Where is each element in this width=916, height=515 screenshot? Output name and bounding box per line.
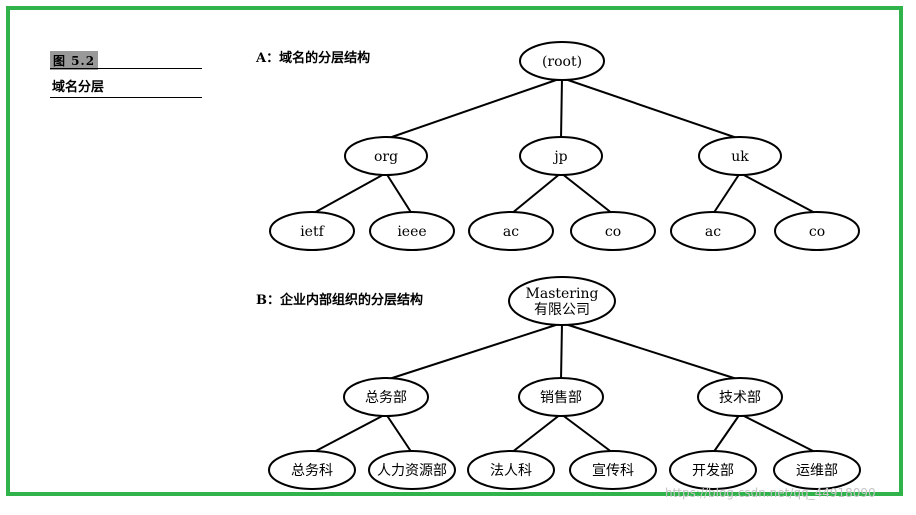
diagram_b-leaf-node-运维部-label: 运维部 — [796, 463, 838, 479]
diagram_a-root-node-label: (root) — [542, 54, 582, 70]
diagram_b-title: B：企业内部组织的分层结构 — [256, 292, 423, 308]
caption-rule-bottom — [50, 97, 202, 98]
diagram_a-leaf-node-ac-label: ac — [503, 224, 519, 240]
diagram_a-node-jp-ellipse — [519, 136, 603, 176]
diagram_a-edge-uk-ac — [712, 172, 741, 215]
diagram_a-leaf-node-ietf-ellipse — [269, 211, 355, 251]
diagram_b-edge-总务部-人力资源部 — [385, 413, 413, 454]
diagram_a-edge-root-org — [385, 77, 563, 140]
diagram_a-node-uk-label: uk — [731, 149, 749, 165]
diagram_b-leaf-node-开发部-ellipse — [669, 450, 757, 490]
diagram_b-edge-技术部-开发部 — [712, 413, 741, 454]
diagram_a-leaf-node-co-ellipse — [570, 211, 656, 251]
diagram_a-leaf-node-co-label: co — [605, 224, 621, 240]
diagram_a-leaf-node-ac-label: ac — [705, 224, 721, 240]
diagram_a-title: A：域名的分层结构 — [255, 50, 370, 66]
diagram_a-edge-jp-ac — [510, 172, 562, 215]
diagram_b-edge-root-销售部 — [560, 322, 563, 381]
diagram_b-node-总务部-ellipse — [343, 377, 429, 417]
diagram_b-root-node-label: Mastering — [526, 286, 599, 302]
diagram_a-leaf-node-ac-ellipse — [468, 211, 554, 251]
diagram_b-node-总务部-label: 总务部 — [365, 390, 407, 406]
diagram_b-leaf-node-运维部-ellipse — [773, 450, 861, 490]
diagram_b-leaf-node-法人科-ellipse — [467, 450, 555, 490]
diagram_b-root-node-label: 有限公司 — [534, 302, 590, 318]
diagram_b-edge-销售部-宣传科 — [560, 413, 614, 454]
figure-caption: 图 5.2 域名分层 — [50, 50, 202, 98]
figure-frame — [6, 6, 903, 496]
diagram_b-root-node-ellipse — [508, 276, 616, 326]
diagram_b-leaf-node-总务科-ellipse — [268, 450, 356, 490]
diagram_a-node-org-ellipse — [344, 136, 428, 176]
diagram_a-leaf-node-ieee-label: ieee — [397, 224, 426, 240]
diagram_a-edge-root-uk — [561, 77, 741, 140]
diagram_b-edge-root-总务部 — [385, 322, 563, 381]
diagram_a-leaf-node-ieee-ellipse — [369, 211, 455, 251]
diagram_b-node-销售部-ellipse — [518, 377, 604, 417]
diagram_a-leaf-node-co-label: co — [809, 224, 825, 240]
diagram_a-leaf-node-ac-ellipse — [670, 211, 756, 251]
diagram_b-leaf-node-开发部-label: 开发部 — [692, 463, 734, 479]
diagram_b-edge-root-技术部 — [561, 322, 741, 381]
diagram_b-leaf-node-宣传科-label: 宣传科 — [592, 463, 634, 479]
diagram_b-leaf-node-人力资源部-label: 人力资源部 — [377, 463, 447, 479]
diagram_b-node-技术部-label: 技术部 — [719, 390, 761, 406]
diagram_a-root-node-ellipse — [519, 41, 605, 81]
diagram_a-leaf-node-co-ellipse — [774, 211, 860, 251]
watermark: https://blog.csdn.net/qq_44918090 — [665, 486, 876, 500]
diagram_b-leaf-node-宣传科-ellipse — [569, 450, 657, 490]
diagram_a-edge-org-ietf — [311, 172, 387, 215]
diagram_b-leaf-node-人力资源部-ellipse — [368, 450, 456, 490]
diagram_b-edge-技术部-运维部 — [739, 413, 818, 454]
diagram_a-edge-uk-co — [739, 172, 818, 215]
diagram_b-node-销售部-label: 销售部 — [540, 390, 582, 406]
diagram_b-node-技术部-ellipse — [697, 377, 783, 417]
diagram_a-node-jp-label: jp — [552, 149, 567, 165]
diagram_a-node-org-label: org — [374, 149, 398, 165]
diagram_b-edge-销售部-法人科 — [510, 413, 562, 454]
figure-title: 域名分层 — [52, 80, 105, 95]
diagram_a-edge-jp-co — [560, 172, 614, 215]
diagram_b-leaf-node-法人科-label: 法人科 — [490, 463, 532, 479]
diagram_b-edge-总务部-总务科 — [311, 413, 387, 454]
diagram_b-leaf-node-总务科-label: 总务科 — [291, 463, 333, 479]
diagram_a-edge-root-jp — [560, 77, 563, 140]
figure-number: 图 5.2 — [50, 51, 99, 70]
caption-rule-top — [50, 68, 202, 69]
diagram_a-node-uk-ellipse — [698, 136, 782, 176]
diagram_a-edge-org-ieee — [385, 172, 413, 215]
diagram_a-leaf-node-ietf-label: ietf — [300, 224, 325, 240]
